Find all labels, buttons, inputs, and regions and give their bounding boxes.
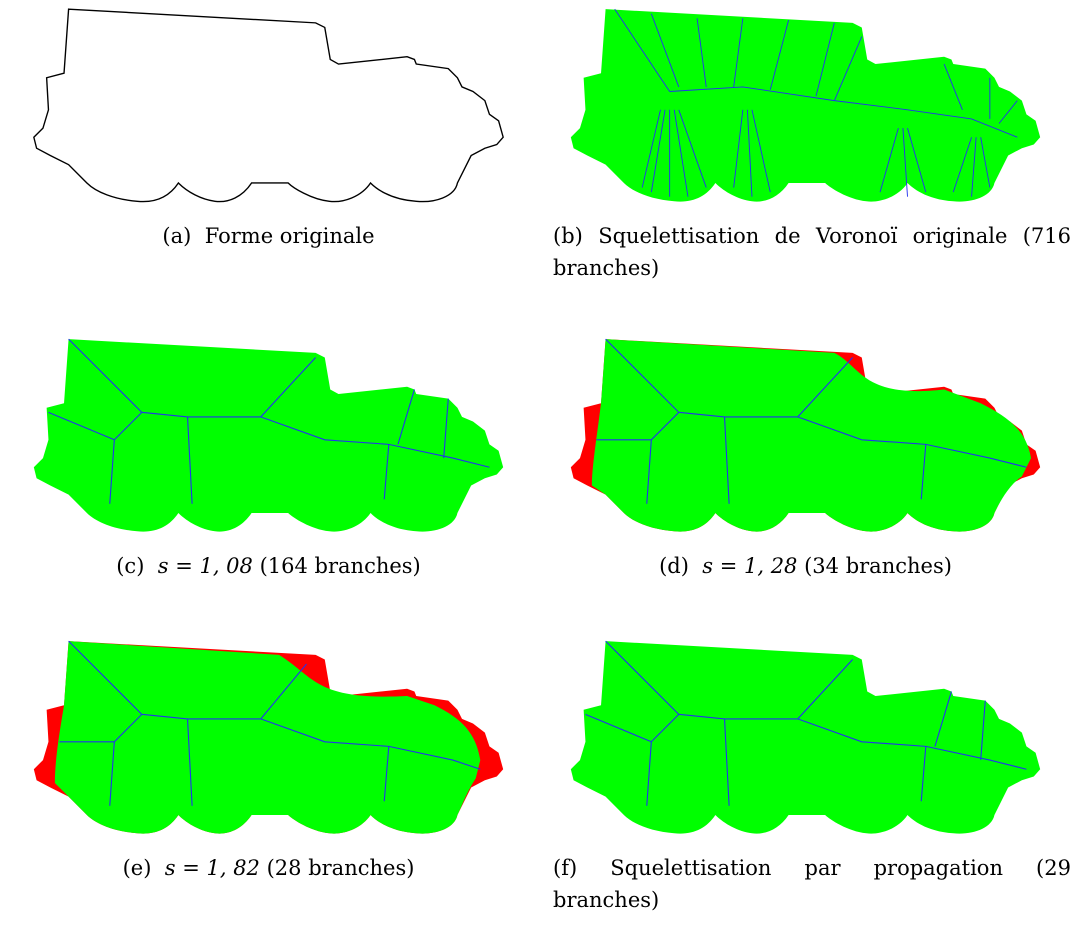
figure-propagation-skeleton [537, 632, 1074, 847]
panel-a: (a) Forme originale [0, 0, 537, 311]
caption-b: (b) Squelettisation de Voronoï originale… [553, 220, 1071, 284]
caption-e: (e) s = 1, 82 (28 branches) [0, 852, 537, 884]
panel-c: (c) s = 1, 08 (164 branches) [0, 330, 537, 641]
figure-s-1-82 [0, 632, 537, 847]
panel-b: (b) Squelettisation de Voronoï originale… [537, 0, 1074, 311]
panel-e: (e) s = 1, 82 (28 branches) [0, 632, 537, 943]
caption-d: (d) s = 1, 28 (34 branches) [537, 550, 1074, 582]
figure-voronoi-skeleton [537, 0, 1074, 215]
caption-c: (c) s = 1, 08 (164 branches) [0, 550, 537, 582]
figure-outline-shape [0, 0, 537, 215]
figure-s-1-28 [537, 330, 1074, 545]
figure-s-1-08 [0, 330, 537, 545]
caption-a: (a) Forme originale [0, 220, 537, 252]
panel-d: (d) s = 1, 28 (34 branches) [537, 330, 1074, 641]
caption-f: (f) Squelettisation par propagation (29 … [553, 852, 1071, 916]
panel-f: (f) Squelettisation par propagation (29 … [537, 632, 1074, 943]
